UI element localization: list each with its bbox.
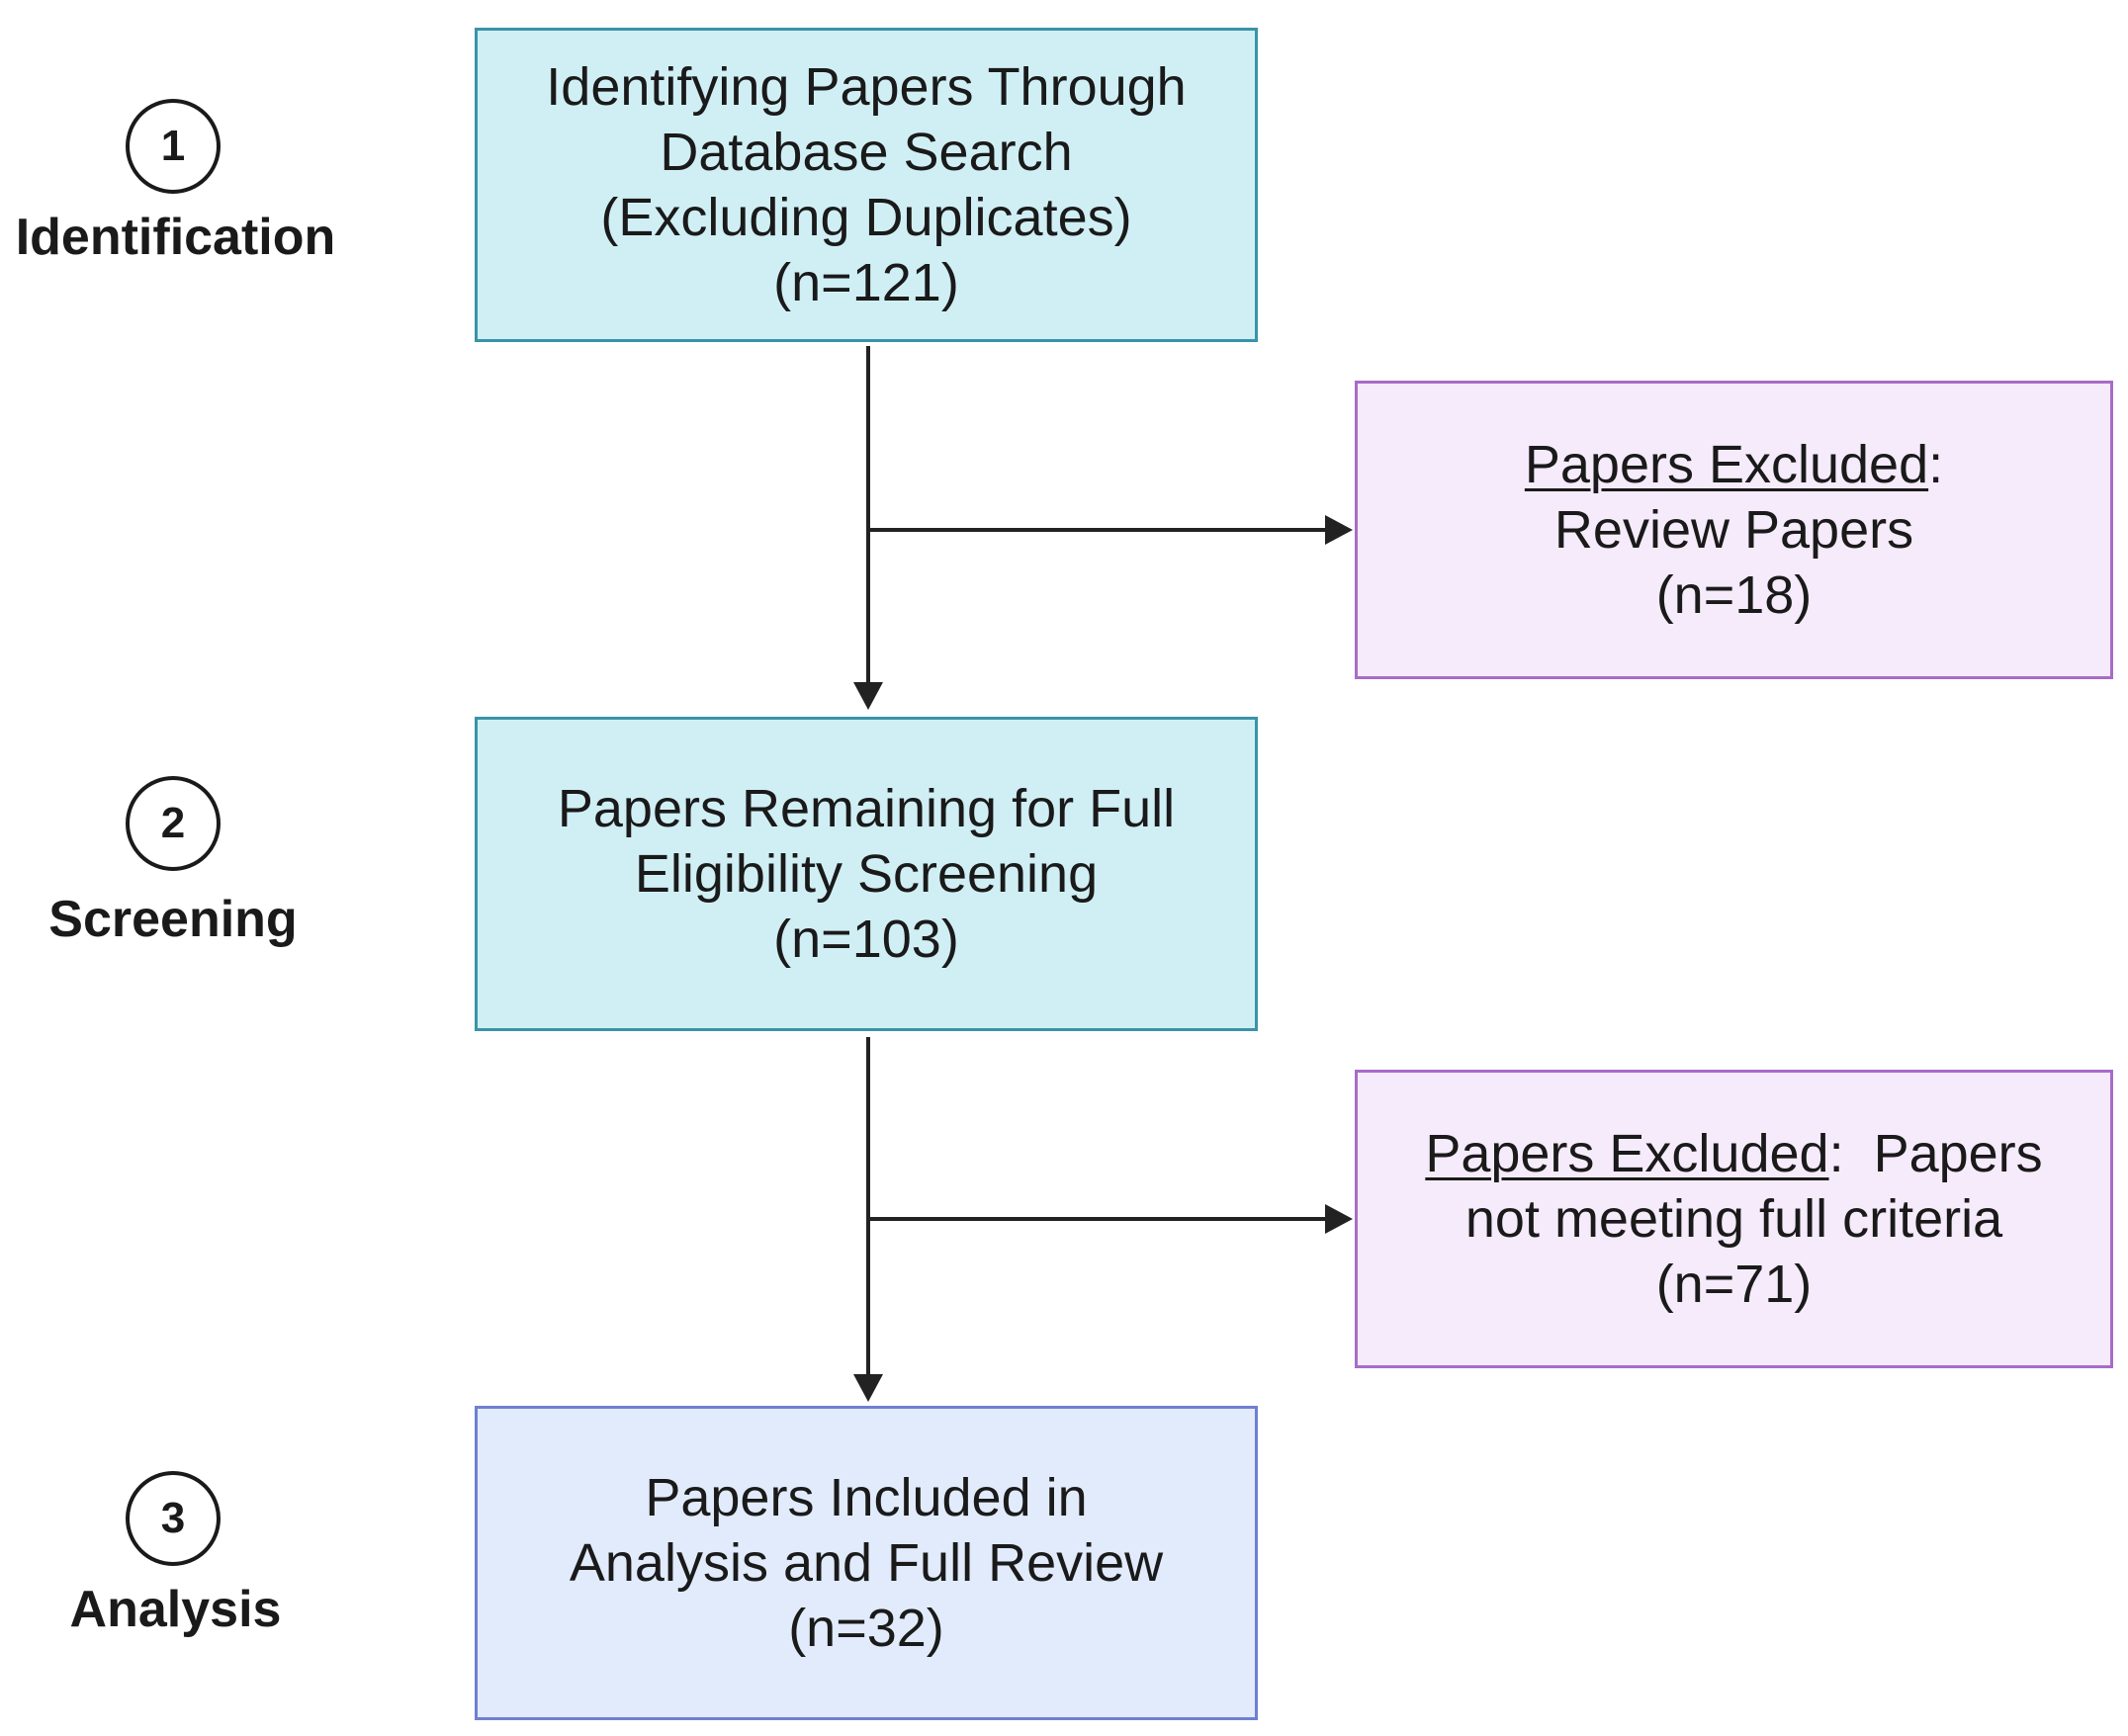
stage-label-screening: Screening	[48, 891, 298, 948]
box-screening-line-2: Eligibility Screening	[634, 844, 1099, 904]
box-screening-line-1: Papers Remaining for Full	[557, 779, 1176, 838]
box-identification-line-3: (Excluding Duplicates)	[600, 188, 1132, 247]
box-identification: Identifying Papers Through Database Sear…	[475, 28, 1258, 342]
box-excluded-review-line: Review Papers	[1553, 500, 1914, 560]
box-analysis-line-1: Papers Included in	[645, 1468, 1088, 1527]
box-excluded-criteria-line: not meeting full criteria	[1464, 1189, 2003, 1249]
stage-label-analysis: Analysis	[69, 1581, 282, 1638]
box-analysis-count: (n=32)	[788, 1599, 944, 1658]
box-analysis: Papers Included in Analysis and Full Rev…	[475, 1406, 1258, 1720]
excluded-review-heading-suffix: :	[1928, 435, 1944, 494]
box-excluded-review-heading-line: Papers Excluded:	[1525, 432, 1943, 497]
box-excluded-criteria: Papers Excluded: Papers not meeting full…	[1355, 1070, 2113, 1368]
arrowhead-down-2	[853, 1374, 883, 1402]
box-identification-count: (n=121)	[773, 253, 959, 312]
box-identification-line-1: Identifying Papers Through	[546, 57, 1187, 117]
box-analysis-line-2: Analysis and Full Review	[569, 1533, 1164, 1593]
excluded-review-heading: Papers Excluded	[1524, 435, 1929, 494]
box-excluded-criteria-heading-line: Papers Excluded: Papers	[1425, 1121, 2042, 1186]
excluded-criteria-heading: Papers Excluded	[1425, 1124, 1829, 1183]
stage-number-1: 1	[126, 99, 221, 194]
arrowhead-right-1	[1325, 515, 1353, 545]
stage-number-3: 3	[126, 1471, 221, 1566]
stage-label-identification: Identification	[15, 209, 336, 266]
box-screening: Papers Remaining for Full Eligibility Sc…	[475, 717, 1258, 1031]
arrowhead-down-1	[853, 682, 883, 710]
box-excluded-review-count: (n=18)	[1655, 565, 1813, 625]
box-screening-count: (n=103)	[773, 910, 959, 969]
stage-number-2: 2	[126, 776, 221, 871]
box-excluded-criteria-count: (n=71)	[1655, 1255, 1813, 1314]
arrowhead-right-2	[1325, 1204, 1353, 1234]
excluded-criteria-heading-suffix: : Papers	[1828, 1124, 2043, 1183]
box-excluded-review: Papers Excluded: Review Papers (n=18)	[1355, 381, 2113, 679]
box-identification-line-2: Database Search	[660, 123, 1073, 182]
